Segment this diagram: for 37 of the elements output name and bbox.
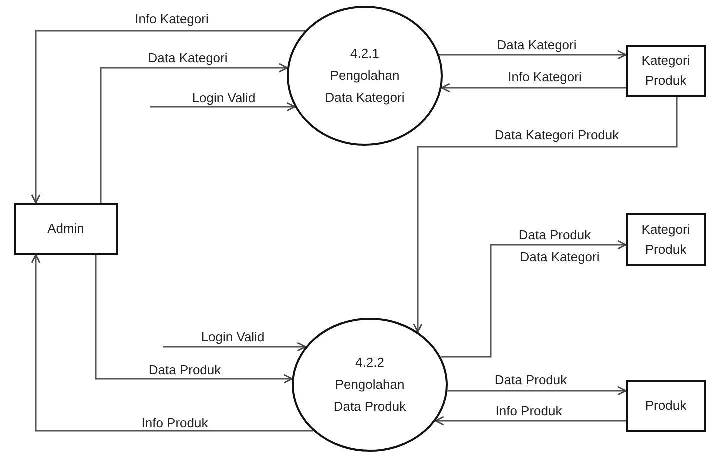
edge-label: Data Produk (494, 372, 568, 388)
arrow (31, 254, 314, 432)
edge-label: Login Valid (191, 90, 257, 106)
entity-name: Admin (46, 220, 86, 238)
edge-label: Data Produk (518, 228, 592, 242)
process-name: Pengolahan Data Kategori (325, 67, 405, 107)
arrow (163, 342, 306, 352)
edge-label: Data Kategori Produk (494, 128, 620, 142)
arrow (150, 102, 296, 112)
entity-name: Kategori Produk (640, 52, 692, 90)
edge-label: Info Kategori (507, 70, 583, 84)
edge-label: Login Valid (200, 330, 266, 344)
edge-label: Data Kategori (147, 50, 229, 66)
process-name: Pengolahan Data Produk (332, 376, 408, 416)
process-number: 4.2.1 (350, 45, 380, 63)
arrow (100, 63, 288, 203)
arrow (95, 255, 294, 384)
arrow (435, 416, 626, 426)
entity-name: Produk (644, 397, 688, 415)
entity-box (626, 380, 706, 432)
arrow (448, 386, 627, 396)
edge-label: Info Kategori (134, 12, 210, 26)
arrow (440, 240, 627, 358)
edge-label: Data Kategori (496, 38, 578, 52)
arrow (31, 30, 306, 204)
arrow (441, 83, 626, 93)
process-number: 4.2.2 (354, 354, 386, 372)
entity-box (626, 45, 706, 97)
entity-box (626, 213, 706, 266)
arrow (413, 97, 678, 333)
flow-label: Data Kategori (519, 250, 601, 264)
edge-label: Info Produk (140, 416, 210, 430)
arrow (439, 50, 627, 60)
entity-name: Kategori Produk (640, 220, 692, 258)
edge-label: Data Produk (148, 362, 222, 378)
entity-box (14, 203, 118, 255)
edge-label: Info Produk (494, 404, 564, 418)
